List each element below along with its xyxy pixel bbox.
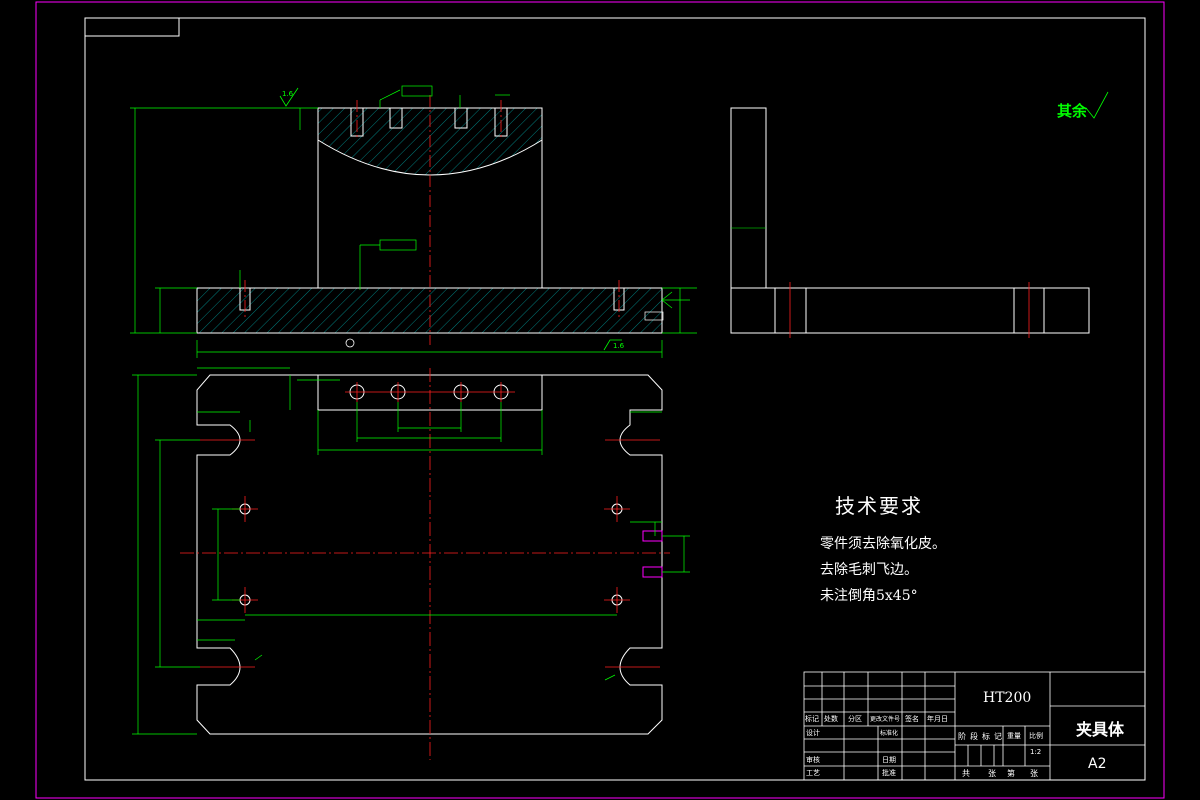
sheet-index-label: 第: [1007, 769, 1015, 778]
top-view: [196, 374, 663, 735]
sheet-total-unit: 张: [988, 769, 996, 778]
front-dimensions: [130, 85, 697, 358]
scale-value: 1:2: [1030, 748, 1042, 756]
header-date: 年月日: [927, 715, 948, 723]
role-approve: 批准: [882, 769, 896, 777]
role-standardization: 标准化: [880, 730, 899, 737]
upright-hole-3: [454, 107, 468, 129]
outer-border: [35, 1, 1165, 799]
side-base: [730, 287, 1090, 334]
roughness-symbols: [279, 87, 1109, 351]
role-review: 审核: [806, 756, 820, 764]
header-signature: 签名: [905, 715, 919, 723]
role-process: 工艺: [806, 769, 820, 777]
tech-requirement-2: 去除毛刺飞边。: [820, 562, 918, 578]
weight-label: 重量: [1007, 732, 1021, 740]
side-centerlines: [789, 282, 1030, 338]
top-dimensions: [132, 367, 690, 735]
sheet-index-unit: 张: [1030, 769, 1038, 778]
sheet-total-label: 共: [962, 769, 970, 778]
corner-tag-box: [84, 17, 180, 37]
stage-label-4: 记: [994, 732, 1002, 741]
side-tapped-holes: [642, 530, 663, 578]
inner-frame: [84, 17, 1146, 781]
front-view: [196, 107, 663, 334]
header-change-doc: 更改文件号: [870, 716, 901, 723]
tech-requirement-3: 未注倒角5x45°: [820, 588, 918, 604]
roughness-value-top: 1.6: [282, 90, 294, 98]
role-date: 日期: [882, 756, 896, 764]
stage-label-1: 阶: [958, 732, 966, 741]
stage-label-2: 段: [970, 732, 978, 741]
sheet-size: A2: [1088, 756, 1107, 772]
material-label: HT200: [983, 690, 1032, 706]
stage-label-3: 标: [982, 732, 990, 741]
top-holes: [239, 384, 623, 606]
header-count: 处数: [824, 715, 838, 723]
upright-hole-2: [389, 107, 403, 129]
part-name: 夹具体: [1076, 720, 1125, 739]
header-mark: 标记: [805, 715, 819, 723]
roughness-note: 其余: [1057, 102, 1088, 120]
header-zone: 分区: [848, 715, 862, 723]
top-view-outline: [196, 374, 663, 735]
tech-requirements-title: 技术要求: [835, 494, 923, 518]
top-centerlines: [180, 368, 670, 760]
base-plate: [196, 287, 663, 334]
role-design: 设计: [806, 729, 820, 737]
tech-requirement-1: 零件须去除氧化皮。: [820, 536, 946, 552]
front-centerlines: [244, 95, 620, 345]
title-block-grid: [803, 671, 1146, 781]
roughness-value-bottom: 1.6: [613, 342, 625, 350]
side-upright: [730, 107, 767, 289]
datum-symbol: [345, 338, 355, 348]
scale-label: 比例: [1029, 732, 1043, 740]
side-view: [730, 107, 1090, 334]
